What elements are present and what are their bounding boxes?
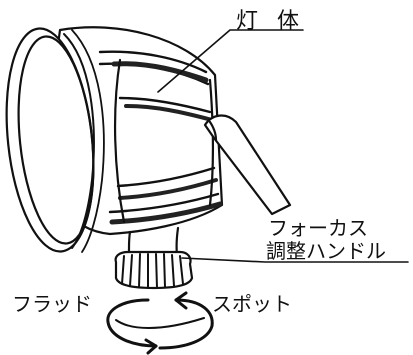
- lens-rim-inner: [17, 35, 95, 245]
- focus-handle-label-line2: 調整ハンドル: [266, 239, 386, 263]
- lamp-body-label: 灯 体: [236, 9, 305, 34]
- mounting-arm: [203, 114, 292, 216]
- lamp-leader-line: [157, 29, 304, 93]
- focus-handle-label-line1: フォーカス: [268, 216, 368, 240]
- spot-arrow: [158, 298, 214, 350]
- focus-leader-line: [181, 257, 409, 263]
- spot-label: スポット: [212, 292, 292, 316]
- flood-label: フラッド: [12, 292, 92, 316]
- flood-arrow: [106, 298, 158, 348]
